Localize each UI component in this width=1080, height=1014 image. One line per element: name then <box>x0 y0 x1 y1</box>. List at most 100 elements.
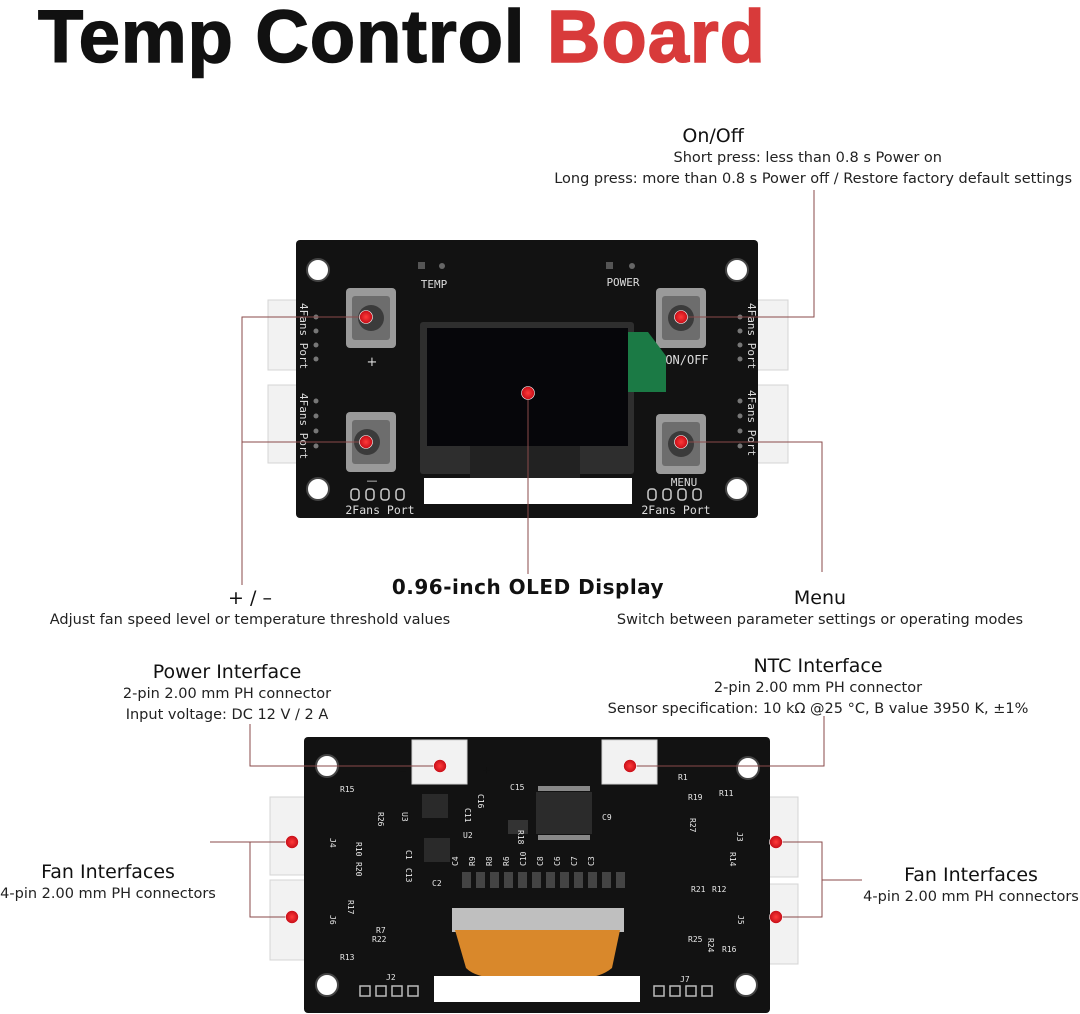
silk-r17: R17 <box>346 900 355 915</box>
silk-2fans-left: 2Fans Port <box>345 503 414 517</box>
silk-r1: R1 <box>678 773 688 782</box>
silk-r21: R21 <box>691 885 706 894</box>
silk-j5: J5 <box>736 915 745 925</box>
silk-row-label: C8 <box>536 856 545 866</box>
silk-power-minus: — <box>400 766 407 777</box>
silk-r22: R22 <box>372 935 387 944</box>
2fans-pins-right <box>647 488 702 501</box>
silk-4fans-left-bottom: 4Fans Port <box>297 393 310 459</box>
silk-row-label: R9 <box>468 856 477 866</box>
mount-hole <box>306 477 330 501</box>
callout-ntc-line-2: Sensor specification: 10 kΩ @25 °C, B va… <box>607 701 1029 717</box>
bottom-pins <box>359 985 713 997</box>
callout-ntc-heading: NTC Interface <box>753 655 883 677</box>
dot-onoff <box>674 310 688 324</box>
regulator-u3 <box>422 794 448 818</box>
silk-row-label: C6 <box>553 856 562 866</box>
callout-power-heading: Power Interface <box>152 661 302 683</box>
silk-row-label: C4 <box>451 856 460 866</box>
callout-plusminus-line-1: Adjust fan speed level or temperature th… <box>49 612 451 628</box>
leader-lines-bottom <box>210 716 862 918</box>
leader-lines-top <box>241 190 823 585</box>
title-part-1: Temp Control <box>37 0 526 79</box>
temp-led-pad <box>439 263 445 269</box>
callout-fan-right-heading: Fan Interfaces <box>904 864 1038 886</box>
silk-j2: J2 <box>386 973 396 982</box>
silk-r12: R12 <box>712 885 727 894</box>
dot-oled <box>521 386 535 400</box>
silk-temp: TEMP <box>421 278 448 291</box>
mount-hole <box>725 258 749 282</box>
title-part-2: Board <box>546 0 766 79</box>
dot-minus <box>359 435 373 449</box>
mcu-chip <box>536 792 592 834</box>
silk-u2: U2 <box>463 831 473 840</box>
dot-menu <box>674 435 688 449</box>
dot-fan-right-bottom <box>769 910 783 924</box>
callout-dots <box>285 310 783 924</box>
callout-onoff-line-1: Short press: less than 0.8 s Power on <box>673 150 942 166</box>
mount-hole <box>306 258 330 282</box>
flex-connector <box>452 908 624 932</box>
silk-r24: R24 <box>706 938 715 953</box>
dot-fan-left-bottom <box>285 910 299 924</box>
silk-c1: C1 <box>404 850 413 860</box>
oled-tab <box>628 332 666 392</box>
silk-r13: R13 <box>340 953 355 962</box>
silk-row-label: R8 <box>485 856 494 866</box>
silk-c13: C13 <box>404 868 413 883</box>
silk-row-label: C10 <box>519 851 528 866</box>
callout-power: Power Interface 2-pin 2.00 mm PH connect… <box>97 660 357 726</box>
callout-oled: 0.96-inch OLED Display <box>390 575 666 599</box>
callout-oled-heading: 0.96-inch OLED Display <box>391 575 665 599</box>
dot-fan-left-top <box>285 835 299 849</box>
silk-menu: MENU <box>671 476 698 489</box>
silk-r26: R26 <box>376 812 385 827</box>
2fans-pins-left <box>350 488 405 501</box>
silk-c11: C11 <box>463 808 472 823</box>
silk-r7: R7 <box>376 926 386 935</box>
callout-ntc-line-1: 2-pin 2.00 mm PH connector <box>713 680 923 696</box>
silk-4fans-left-top: 4Fans Port <box>297 303 310 369</box>
silk-r15: R15 <box>340 785 355 794</box>
silk-2fans-right: 2Fans Port <box>641 503 710 517</box>
silk-j3: J3 <box>735 832 744 842</box>
callout-onoff: On/Off Short press: less than 0.8 s Powe… <box>554 124 1072 190</box>
mount-hole <box>315 973 339 997</box>
mount-hole <box>725 477 749 501</box>
silk-j6: J6 <box>328 915 337 925</box>
callout-ntc: NTC Interface 2-pin 2.00 mm PH connector… <box>596 654 1040 720</box>
component <box>508 820 528 834</box>
silk-row-label: C7 <box>570 856 579 866</box>
silk-r25: R25 <box>688 935 703 944</box>
component-row <box>462 872 625 888</box>
silk-u3: U3 <box>400 812 409 822</box>
dot-power <box>433 759 447 773</box>
mcu-pins <box>538 786 590 840</box>
callout-power-line-1: 2-pin 2.00 mm PH connector <box>122 686 332 702</box>
mount-hole <box>736 756 760 780</box>
callout-menu-line-1: Switch between parameter settings or ope… <box>616 612 1024 628</box>
dot-fan-right-top <box>769 835 783 849</box>
callout-fan-left: Fan Interfaces 4-pin 2.00 mm PH connecto… <box>0 860 216 905</box>
pin-dots <box>313 314 743 449</box>
power-led <box>606 262 613 269</box>
silk-j7: J7 <box>680 975 690 984</box>
oled-flex-cable <box>455 930 620 978</box>
callout-onoff-line-2: Long press: more than 0.8 s Power off / … <box>554 171 1072 187</box>
mount-hole <box>734 973 758 997</box>
silk-j4: J4 <box>328 838 337 848</box>
silk-minus: — <box>367 474 378 487</box>
callout-plusminus-heading: + / – <box>228 587 272 609</box>
silk-r27: R27 <box>688 818 697 833</box>
callout-menu: Menu Switch between parameter settings o… <box>610 586 1030 631</box>
silk-4fans-right-bottom: 4Fans Port <box>745 390 758 456</box>
callout-plusminus: + / – Adjust fan speed level or temperat… <box>30 586 470 631</box>
callout-fan-left-heading: Fan Interfaces <box>41 861 175 883</box>
silk-onoff: ON/OFF <box>665 353 708 367</box>
page-title: Temp Control Board <box>37 0 766 79</box>
silk-4fans-right-top: 4Fans Port <box>745 303 758 369</box>
